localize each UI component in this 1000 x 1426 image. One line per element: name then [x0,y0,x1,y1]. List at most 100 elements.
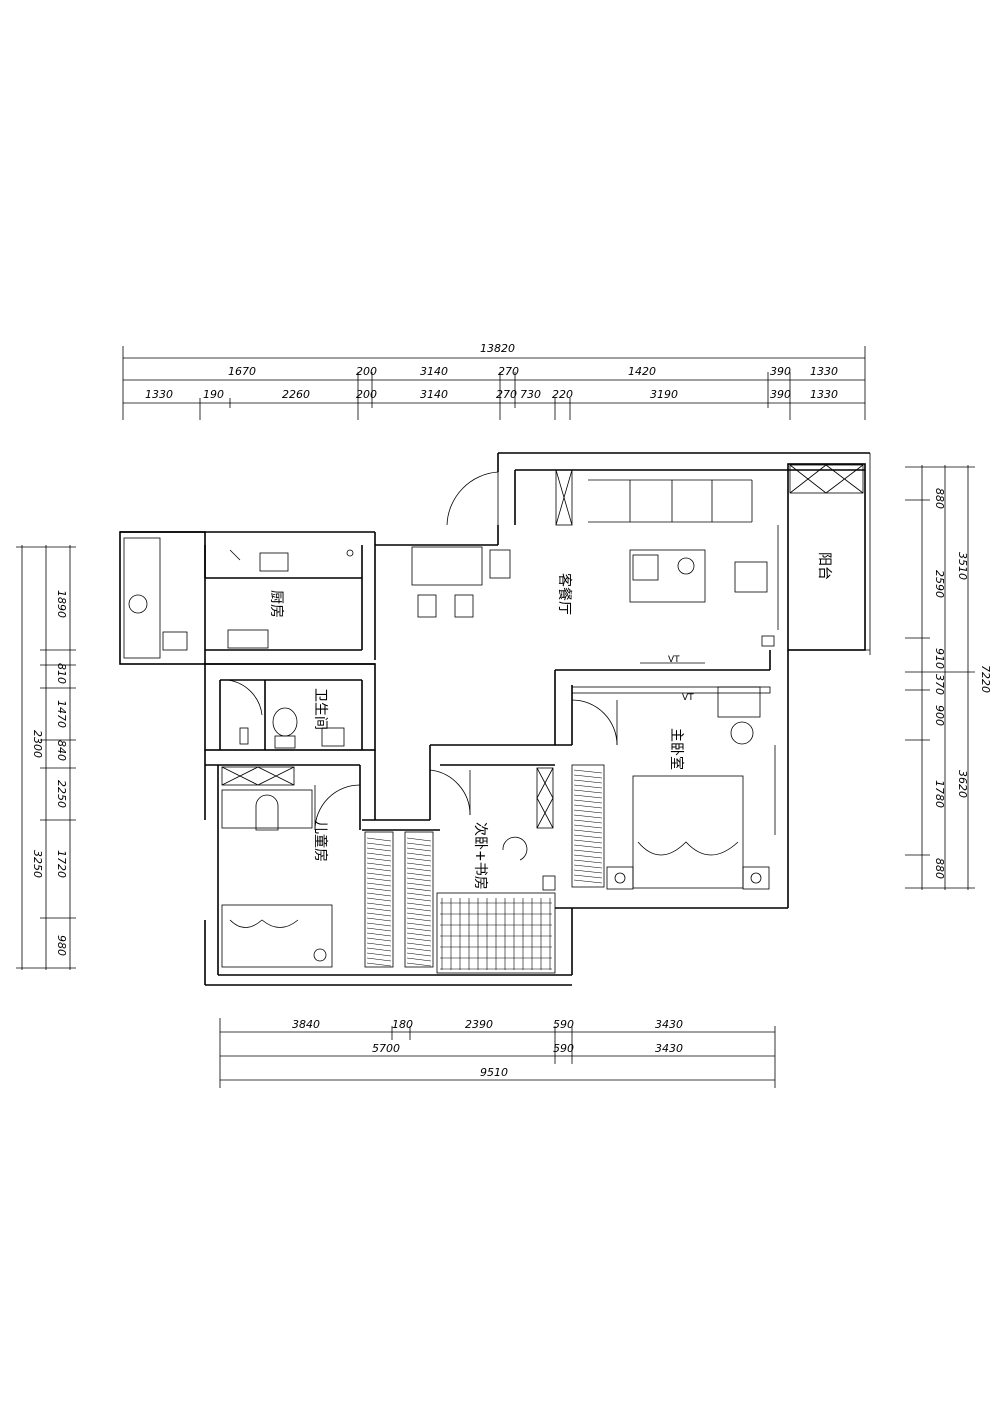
hatch-line [406,892,432,897]
room-label-master-bedroom: 主卧室 [668,728,685,770]
bottom-dimension-lines [219,1018,776,1088]
master-bedroom-furniture [571,686,776,890]
hatch-line [406,952,432,957]
hatch-line [573,804,603,809]
dim-bottom-row2-a: 5700 [372,1042,400,1055]
hatch-line [366,887,392,892]
master-wardrobe-hatching [573,769,603,884]
hatch-line [573,794,603,799]
right-dimension-lines [905,465,975,890]
dim-top-row1-g: 1330 [810,365,838,378]
bathroom-fixtures [239,707,345,749]
room-label-bathroom: 卫生间 [312,688,328,730]
outer-walls [119,452,871,986]
hatch-line [406,932,432,937]
hatch-line [406,937,432,942]
dim-top-row2-c: 2260 [282,388,310,401]
chair [632,554,659,581]
dim-top-row2-j: 390 [770,388,791,401]
kitchen-fixtures [123,537,354,659]
doors [227,471,618,831]
dining-chair [454,594,474,618]
dim-top-row1-d: 270 [498,365,519,378]
dim-right-row1-d: 370 [933,674,946,695]
hatch-line [366,907,392,912]
dim-top-row2-g: 730 [520,388,541,401]
hatch-line [573,779,603,784]
hatch-line [366,852,392,857]
dim-bottom-row1-d: 590 [553,1018,574,1031]
hatch-line [406,962,432,967]
hatch-line [573,814,603,819]
dim-top-row2-a: 1330 [145,388,173,401]
chair-seat [677,557,695,575]
hatch-line [406,837,432,842]
dining-chair [417,594,437,618]
hatch-line [573,854,603,859]
study-furniture [436,767,556,974]
dim-right-row1-e: 900 [933,705,946,726]
dim-left-row1-e: 2250 [55,780,68,808]
dim-left-row1-b: 810 [55,663,68,684]
hatch-line [573,774,603,779]
dim-right-row1-g: 880 [933,858,946,879]
hatch-line [573,859,603,864]
hatch-line [406,877,432,882]
dim-left-row1-c: 1470 [55,700,68,728]
hatch-line [573,844,603,849]
right-dimension-texts: 880 2590 910 370 900 1780 880 3510 3620 … [933,488,992,879]
wardrobe-left [364,831,394,968]
dim-top-row2-f: 270 [496,388,517,401]
hatch-line [573,834,603,839]
dim-top-row1-c: 3140 [420,365,448,378]
hatch-line [366,957,392,962]
hatch-line [366,927,392,932]
hatch-line [406,887,432,892]
left-dimension-lines [16,545,76,970]
dim-top-row2-d: 200 [356,388,377,401]
dim-top-row1-a: 1670 [228,365,256,378]
hatch-line [406,922,432,927]
hatch-line [406,847,432,852]
hatch-line [573,784,603,789]
hatch-line [366,842,392,847]
hatch-line [366,912,392,917]
dim-left-row2-a: 2300 [31,730,44,758]
dim-bottom-row1-b: 180 [392,1018,413,1031]
hatch-line [366,932,392,937]
dim-left-row1-a: 1890 [55,590,68,618]
dim-top-row1-b: 200 [356,365,377,378]
hatch-line [406,857,432,862]
hatch-line [366,952,392,957]
study-desk-hatching [440,898,552,970]
hatch-line [366,837,392,842]
dim-top-row1-e: 1420 [628,365,656,378]
dim-right-row1-f: 1780 [933,780,946,808]
hatch-line [573,874,603,879]
desk [629,549,706,603]
kids-room-furniture [221,766,333,968]
dim-bottom-total: 9510 [480,1066,508,1079]
hatch-line [406,852,432,857]
vt-marker-1: VT [668,655,680,665]
hatch-line [406,867,432,872]
dim-bottom-row1-a: 3840 [292,1018,320,1031]
dining-chair [489,549,511,579]
toilet-icon [272,707,298,737]
hatch-line [366,867,392,872]
hatch-line [366,892,392,897]
hatch-line [406,912,432,917]
side-cabinet [734,561,768,593]
dim-right-total: 7220 [979,665,992,693]
left-dimension-texts: 1890 810 1470 840 2250 1720 980 2300 325… [31,590,68,956]
dim-top-row2-e: 3140 [420,388,448,401]
hatch-line [366,947,392,952]
dim-right-row1-a: 880 [933,488,946,509]
living-dining-furniture [411,469,779,664]
dim-right-row1-b: 2590 [933,570,946,598]
hatch-line [366,847,392,852]
hatch-line [406,917,432,922]
hatch-line [366,917,392,922]
hatch-line [366,877,392,882]
